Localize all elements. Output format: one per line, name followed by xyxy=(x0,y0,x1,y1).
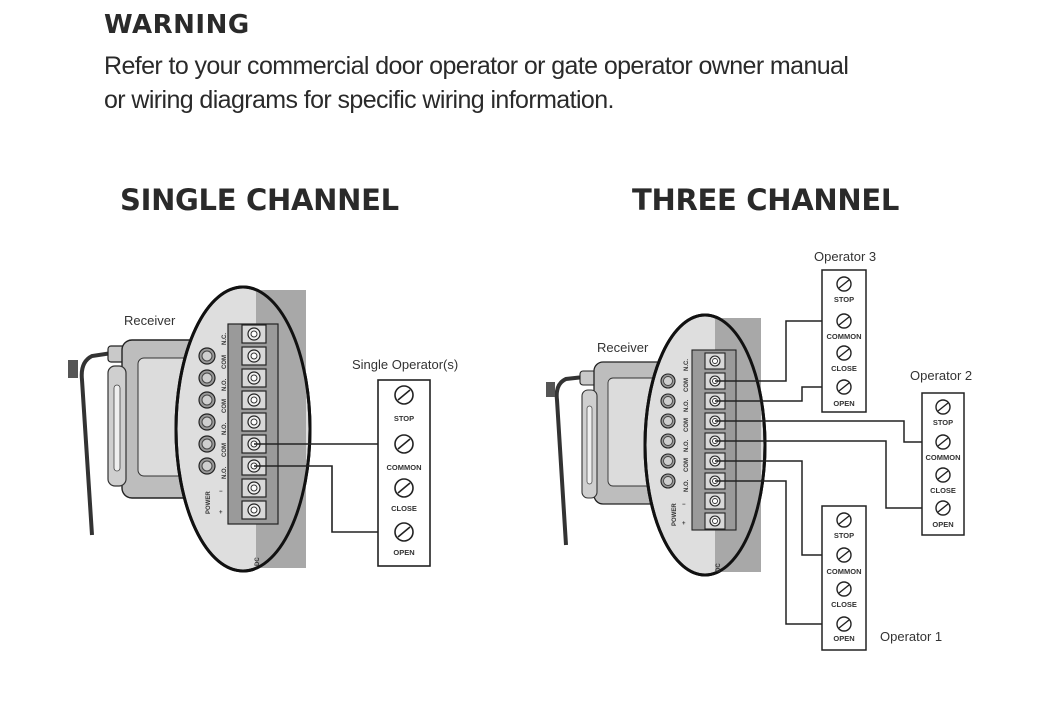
pin-label-no-3-3ch: N.O. xyxy=(684,479,690,492)
warning-title: WARNING xyxy=(104,10,250,40)
op3-open-label: OPEN xyxy=(833,399,854,408)
pin-label-plus-3ch: + xyxy=(682,521,686,527)
pin-label-power-3ch: POWER xyxy=(672,503,678,526)
single-common-label: COMMON xyxy=(387,463,422,472)
op1-common-label: COMMON xyxy=(827,567,862,576)
operator-2-terminal: STOP COMMON CLOSE OPEN xyxy=(921,392,965,536)
pin-label-no-1: N.O. xyxy=(222,378,228,391)
op1-open-label: OPEN xyxy=(833,634,854,643)
op1-stop-label: STOP xyxy=(834,531,854,540)
pin-label-no-1-3ch: N.O. xyxy=(684,399,690,412)
op1-close-label: CLOSE xyxy=(831,600,857,609)
single-stop-label: STOP xyxy=(394,414,414,423)
pin-label-plus: + xyxy=(219,510,223,516)
pin-label-no-2-3ch: N.O. xyxy=(684,439,690,452)
three-receiver-label: Receiver xyxy=(597,340,649,355)
pin-label-no-3: N.O. xyxy=(222,466,228,479)
pin-label-nc: N.C. xyxy=(222,333,228,345)
warning-text-line-1: Refer to your commercial door operator o… xyxy=(104,52,849,80)
pin-label-com-1-3ch: COM xyxy=(684,378,690,392)
pin-label-com-3-3ch: COM xyxy=(684,458,690,472)
terminal-block-magnified-3ch: N.C. COM N.O. COM N.O. COM N.O. − + POWE… xyxy=(643,313,767,577)
operator-3-label: Operator 3 xyxy=(814,249,876,264)
op3-close-label: CLOSE xyxy=(831,364,857,373)
op3-common-label: COMMON xyxy=(827,332,862,341)
op2-stop-label: STOP xyxy=(933,418,953,427)
single-open-label: OPEN xyxy=(393,548,414,557)
single-close-label: CLOSE xyxy=(391,504,417,513)
op2-open-label: OPEN xyxy=(932,520,953,529)
pin-label-com-2: COM xyxy=(222,399,228,413)
pin-label-power: POWER xyxy=(206,491,212,514)
terminal-block-magnified: N.C. COM N.O. COM N.O. COM N.O. − + POWE… xyxy=(174,285,312,573)
single-operator-terminal: STOP COMMON CLOSE OPEN xyxy=(377,379,431,567)
single-operator-label: Single Operator(s) xyxy=(352,357,458,372)
three-channel-wires xyxy=(715,320,937,625)
warning-text-line-2: or wiring diagrams for specific wiring i… xyxy=(104,86,614,114)
operator-1-terminal: STOP COMMON CLOSE OPEN xyxy=(821,505,867,651)
pin-label-dc-3ch: DC xyxy=(716,563,722,572)
pin-label-minus-3ch: − xyxy=(682,502,686,508)
op2-close-label: CLOSE xyxy=(930,486,956,495)
op3-stop-label: STOP xyxy=(834,295,854,304)
pin-label-minus: − xyxy=(219,489,223,495)
operator-3-terminal: STOP COMMON CLOSE OPEN xyxy=(821,269,867,413)
pin-label-com-2-3ch: COM xyxy=(684,418,690,432)
op2-common-label: COMMON xyxy=(926,453,961,462)
single-channel-heading: SINGLE CHANNEL xyxy=(120,183,399,217)
three-channel-heading: THREE CHANNEL xyxy=(632,183,900,217)
three-channel-diagram: Receiver N.C. COM N.O. COM N. xyxy=(546,249,972,651)
pin-label-nc-3ch: N.C. xyxy=(684,359,690,371)
pin-label-com-3: COM xyxy=(222,443,228,457)
operator-2-label: Operator 2 xyxy=(910,368,972,383)
single-receiver-label: Receiver xyxy=(124,313,176,328)
pin-label-com-1: COM xyxy=(222,355,228,369)
single-channel-wires xyxy=(254,443,395,533)
single-channel-diagram: Receiver N.C. COM N.O. COM xyxy=(68,285,458,573)
operator-1-label: Operator 1 xyxy=(880,629,942,644)
pin-label-dc: DC xyxy=(255,557,261,566)
pin-label-no-2: N.O. xyxy=(222,422,228,435)
